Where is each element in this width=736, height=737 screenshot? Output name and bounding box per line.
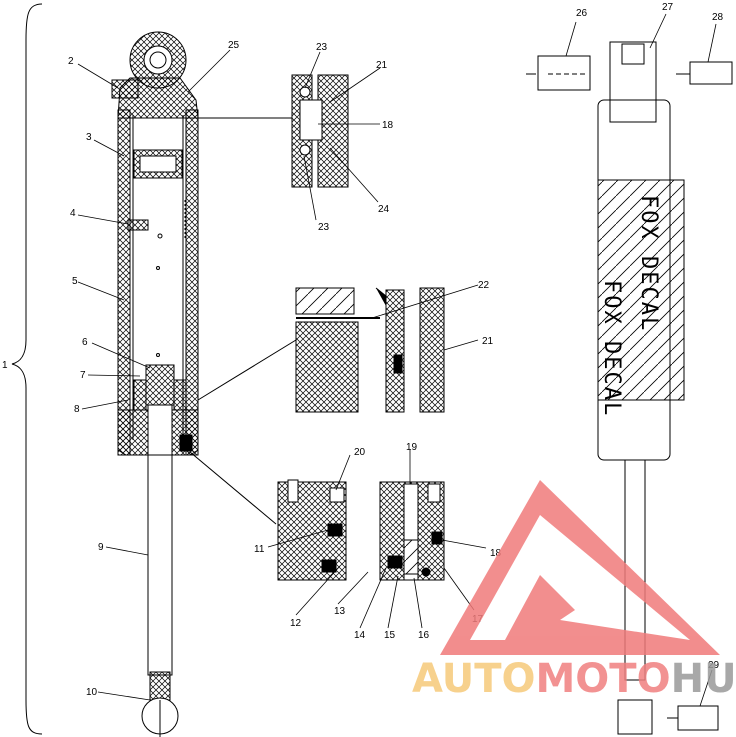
outer-body-right-wall [185,109,199,456]
valve-part-4 [127,219,149,231]
callout-23-top: 23 [316,42,328,53]
dust-wiper [179,434,193,452]
bottom-bushing [149,671,171,701]
watermark-auto: AUTO [412,656,536,702]
decal-text-2: FOX DECAL [599,280,624,417]
detail-seal-head-right [379,481,445,581]
bushing-26 [537,55,591,91]
callout-7: 7 [80,370,86,381]
bushing-29 [677,705,719,731]
seal-11 [327,523,343,537]
callout-23-bottom: 23 [318,222,330,233]
callout-labels: 1 2 3 4 5 6 7 8 9 10 11 12 13 14 15 16 1… [2,2,724,698]
piston-shaft [147,454,173,676]
callout-14: 14 [354,630,366,641]
callout-1: 1 [2,360,8,371]
watermark-logo: AUTOMOTOHUB [412,480,736,702]
callout-21-top: 21 [376,60,388,71]
bushing-28 [689,61,733,85]
callout-16: 16 [418,630,430,641]
o-ring-23 [299,86,311,98]
callout-20: 20 [354,447,366,458]
bottom-mount [617,699,653,735]
callout-18-bottom: 18 [490,548,502,559]
watermark-triangle-icon [440,480,720,655]
callout-27: 27 [662,2,674,13]
svg-text:AUTOMOTOHUB: AUTOMOTOHUB [412,656,736,702]
callout-6: 6 [82,337,88,348]
callout-11: 11 [254,544,265,555]
watermark-moto: MOTO [536,656,671,702]
callout-24: 24 [378,204,390,215]
detail-middle-bearing [197,287,445,413]
callout-25: 25 [228,40,240,51]
callout-15: 15 [384,630,396,641]
detail-top-seal [198,74,349,188]
callout-4: 4 [70,208,76,219]
callout-22: 22 [478,280,490,291]
outer-body-left-wall [117,109,131,456]
callout-21-bottom: 21 [482,336,494,347]
callout-26: 26 [576,8,588,19]
shock-cross-section [111,31,199,737]
seal-16 [403,539,419,575]
callout-5: 5 [72,276,78,287]
callout-2: 2 [68,56,74,67]
decal-text-1: FOX DECAL [636,195,661,332]
leader-lines [77,13,717,707]
main-piston [145,364,175,406]
callout-3: 3 [86,132,92,143]
watermark-hub: HUB [671,656,736,702]
callout-13: 13 [334,606,346,617]
callout-8: 8 [74,404,80,415]
callout-12: 12 [290,618,302,629]
assembly-brace [11,3,43,735]
callout-29: 29 [708,660,720,671]
bleed-screw [111,79,139,99]
callout-28: 28 [712,12,724,23]
callout-10: 10 [86,687,98,698]
callout-18-top: 18 [382,120,394,131]
detail-seal-head-left [189,451,347,581]
top-mount [609,41,657,123]
callout-9: 9 [98,542,104,553]
callout-19: 19 [406,442,418,453]
decal-area [597,179,685,401]
